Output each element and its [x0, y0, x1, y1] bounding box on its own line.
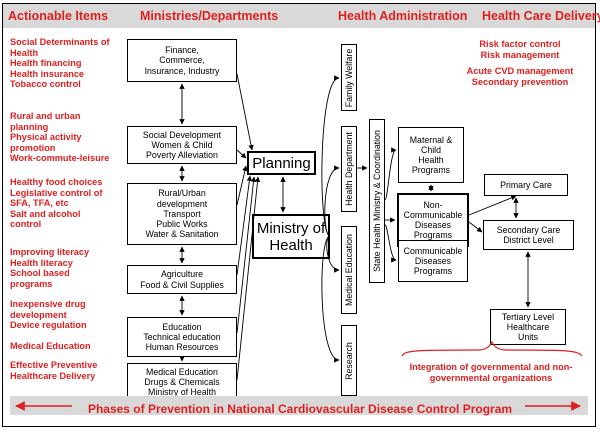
actionable-group-5: Inexpensive drug development Device regu… [10, 299, 87, 331]
arrow-rural-planning [236, 165, 248, 206]
header-ministries: Ministries/Departments [140, 9, 279, 23]
integration-brace [401, 340, 583, 357]
care-tertiary: Tertiary Level Healthcare Units [490, 309, 566, 345]
header-health-admin: Health Administration [338, 9, 468, 23]
ministry-box-agriculture: Agriculture Food & Civil Supplies [127, 265, 237, 294]
arrow-social-planning [236, 149, 247, 159]
admin-medical-education: Medical Education [341, 226, 357, 314]
program-maternal-child: Maternal & Child Health Programs [398, 127, 464, 183]
care-primary: Primary Care [484, 174, 568, 196]
care-risk-text: Risk factor control Risk management [479, 39, 561, 60]
admin-research: Research [341, 325, 357, 396]
care-acute-text: Acute CVD management Secondary preventio… [466, 66, 574, 87]
arrow-state-communicable [384, 224, 397, 263]
actionable-group-4: Improving literacy Health literacy Schoo… [10, 247, 90, 289]
ministry-box-finance: Finance, Commerce, Insurance, Industry [127, 39, 237, 82]
arrow-moh-research [321, 235, 340, 363]
arrow-state-maternal [384, 147, 397, 201]
header-band [3, 4, 595, 28]
arrow-ncd-secondary [468, 221, 483, 233]
arrow-medical-planning [236, 176, 261, 381]
outer-frame [2, 3, 596, 427]
integration-note: Integration of governmental and non- gov… [409, 362, 573, 383]
planning-box: Planning [247, 151, 316, 175]
admin-health-department: Health Department [341, 126, 357, 212]
ministry-box-rural-urban: Rural/Urban development Transport Public… [127, 183, 237, 245]
arrow-ncd-primary [468, 195, 517, 216]
state-coordination-box: State Health Ministry & Coordination [369, 119, 385, 283]
header-actionable: Actionable Items [8, 9, 109, 23]
actionable-group-6: Medical Education [10, 341, 91, 351]
ministry-of-health-box: Ministry of Health [252, 214, 330, 259]
actionable-group-3: Healthy food choices Legislative control… [10, 177, 103, 230]
arrow-finance-planning [236, 73, 254, 151]
arrow-moh-health-dept [324, 165, 340, 237]
actionable-group-7: Effective Preventive Healthcare Delivery [10, 360, 98, 381]
ministry-box-social-development: Social Development Women & Child Poverty… [127, 126, 237, 164]
phases-banner-text: Phases of Prevention in National Cardiov… [87, 402, 513, 416]
actionable-group-1: Social Determinants of Health Health fin… [10, 37, 110, 90]
arrow-moh-medical-edu [326, 235, 340, 273]
admin-family-welfare: Family Welfare [341, 44, 357, 111]
header-care-delivery: Health Care Delivery [482, 9, 600, 23]
program-communicable: Communicable Diseases Programs [398, 240, 468, 282]
arrow-education-planning [236, 176, 257, 334]
ministry-box-medical-education: Medical Education Drugs & Chemicals Mini… [127, 363, 237, 401]
arrow-agri-planning [236, 175, 253, 276]
care-secondary: Secondary Care District Level [483, 220, 574, 250]
actionable-group-2: Rural and urban planning Physical activi… [10, 111, 110, 164]
phases-band [10, 396, 588, 415]
